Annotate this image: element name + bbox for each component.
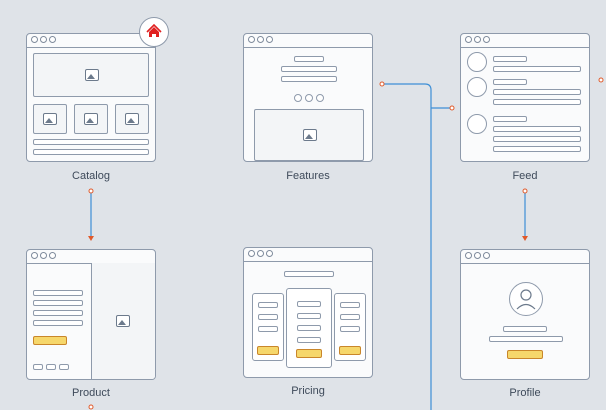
cta-button[interactable] xyxy=(339,346,361,355)
cta-button[interactable] xyxy=(296,349,322,358)
endpoint-feed-left xyxy=(449,105,455,111)
image-icon xyxy=(303,129,317,141)
home-icon xyxy=(146,23,162,37)
avatar-icon xyxy=(467,52,487,72)
wireframe-pricing[interactable] xyxy=(243,247,373,378)
wireframe-product[interactable] xyxy=(26,249,156,380)
label-product: Product xyxy=(72,387,110,399)
wireframe-feed[interactable] xyxy=(460,33,590,162)
endpoint-features xyxy=(379,81,385,87)
home-badge[interactable] xyxy=(139,17,169,47)
wireframe-catalog[interactable] xyxy=(26,33,156,162)
label-pricing: Pricing xyxy=(291,385,325,397)
endpoint-feed-right xyxy=(598,77,604,83)
label-feed: Feed xyxy=(512,170,538,182)
image-icon xyxy=(116,315,130,327)
avatar-icon xyxy=(467,77,487,97)
endpoint-product-bottom xyxy=(88,404,94,410)
image-icon xyxy=(84,113,98,125)
endpoint-feed xyxy=(522,188,528,194)
label-profile: Profile xyxy=(509,387,541,399)
label-catalog: Catalog xyxy=(72,170,110,182)
wireframe-features[interactable] xyxy=(243,33,373,162)
connector-features-trunk xyxy=(383,83,432,410)
avatar-icon xyxy=(467,114,487,134)
wireframe-profile[interactable] xyxy=(460,249,590,380)
endpoint-catalog xyxy=(88,188,94,194)
avatar-icon xyxy=(509,282,543,316)
cta-button[interactable] xyxy=(507,350,543,359)
label-features: Features xyxy=(286,170,330,182)
arrow-head-profile xyxy=(522,236,528,241)
cta-button[interactable] xyxy=(33,336,67,345)
cta-button[interactable] xyxy=(257,346,279,355)
arrow-head-product xyxy=(88,236,94,241)
image-icon xyxy=(43,113,57,125)
image-icon xyxy=(125,113,139,125)
image-icon xyxy=(85,69,99,81)
